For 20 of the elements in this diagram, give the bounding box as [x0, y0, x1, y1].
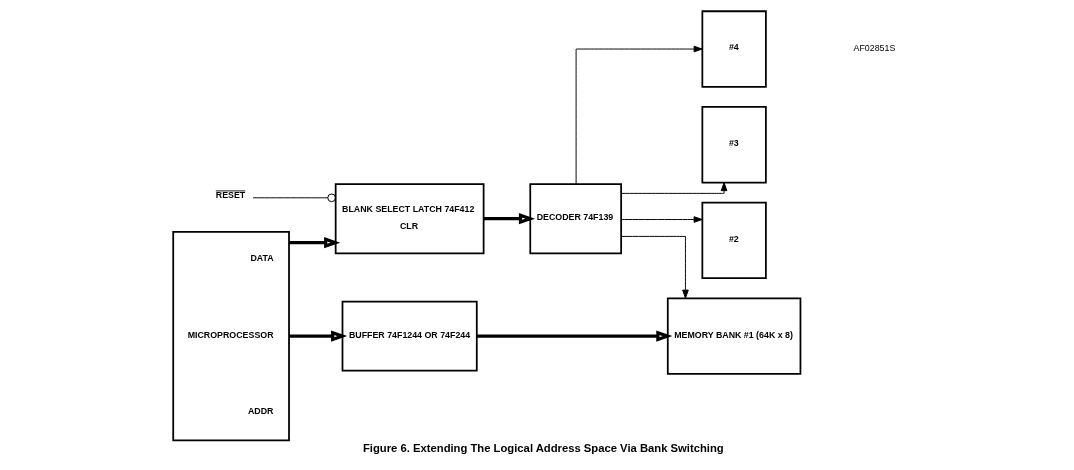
- node-box: #4: [700, 10, 767, 88]
- arrow: [620, 216, 703, 223]
- connector: [252, 193, 336, 203]
- arrow: [483, 213, 535, 225]
- arrow: [476, 330, 672, 342]
- arrow: [620, 182, 727, 194]
- node-box: DECODER 74F139: [528, 183, 622, 255]
- caption: Figure 6. Extending The Logical Address Space Via Bank Switching: [362, 441, 724, 454]
- arrow: [288, 330, 347, 342]
- node-text: RESET: [215, 190, 245, 201]
- arrow: [620, 235, 689, 299]
- node-box: BLANK SELECT LATCH 74F412 CLR: [334, 183, 484, 255]
- label: AF02851S: [853, 43, 895, 54]
- node-box: DATA MICROPROCESSOR ADDR: [171, 231, 290, 442]
- node-box: #3: [700, 106, 767, 184]
- node-box: #2: [700, 201, 767, 280]
- node-box: BUFFER 74F1244 OR 74F244: [341, 300, 478, 372]
- node-box: MEMORY BANK #1 (64K x 8): [666, 297, 801, 375]
- arrow: [575, 45, 703, 185]
- arrow: [288, 237, 340, 249]
